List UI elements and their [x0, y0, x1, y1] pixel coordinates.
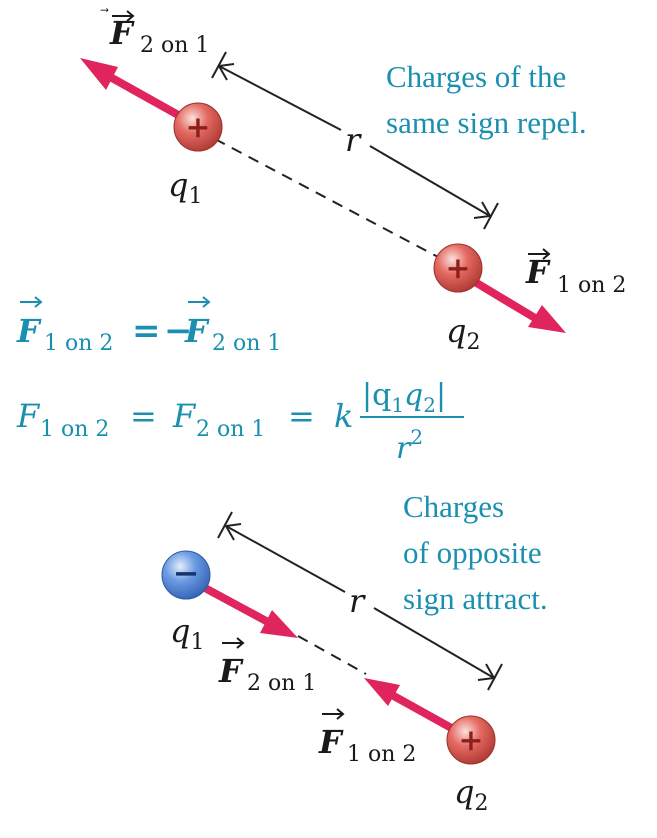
bottom-dashed-line: [297, 635, 367, 675]
svg-text:F: F: [184, 312, 210, 350]
svg-text:2 on 1: 2 on 1: [212, 331, 281, 356]
svg-text:−: −: [164, 311, 193, 351]
bottom-q2-label: q2: [454, 773, 488, 816]
svg-text:F: F: [16, 397, 41, 435]
bottom-distance-indicator: [217, 511, 503, 691]
equation-1: F 1 on 2 = − F 2 on 1: [16, 296, 281, 356]
svg-text:F: F: [318, 723, 344, 761]
top-force-label-1on2: F 1 on 2: [525, 248, 626, 298]
top-force-arrow-on-q1: [80, 58, 182, 120]
top-q1-label: q1: [168, 166, 202, 209]
svg-text:=: =: [288, 397, 315, 435]
top-caption-line-1: Charges of the: [386, 59, 566, 94]
bottom-q1-label: q1: [170, 612, 204, 655]
svg-text:k: k: [334, 397, 353, 435]
bottom-force-label-2on1: F 2 on 1: [218, 637, 316, 696]
top-q2-label: q2: [446, 312, 480, 355]
bottom-caption-line-3: sign attract.: [403, 581, 548, 616]
bottom-charge-q2-sign: +: [458, 723, 483, 758]
svg-text:=: =: [132, 311, 161, 351]
svg-text:2 on 1: 2 on 1: [140, 33, 209, 58]
svg-text:⃗: ⃗: [100, 8, 109, 12]
svg-text:1 on 2: 1 on 2: [557, 273, 626, 298]
svg-text:r2: r2: [396, 425, 423, 466]
bottom-distance-label: r: [349, 582, 366, 620]
top-charge-q2-sign: +: [445, 251, 470, 286]
bottom-force-label-1on2: F 1 on 2: [318, 708, 416, 767]
top-charge-q1: +: [173, 102, 223, 152]
svg-text:F: F: [109, 14, 135, 52]
bottom-scene: r − + q1 q2 F 2 on 1: [161, 489, 548, 816]
top-charge-q2: +: [433, 243, 483, 293]
top-scene: r + + q1 q2 F ⃗: [80, 8, 626, 355]
top-charge-q1-sign: +: [185, 110, 210, 145]
bottom-caption-line-1: Charges: [403, 489, 504, 524]
top-force-arrow-on-q2: [472, 278, 566, 333]
bottom-charge-q1-sign: −: [173, 554, 200, 592]
svg-text:1 on 2: 1 on 2: [40, 417, 109, 442]
top-force-label-2on1: F ⃗ 2 on 1: [100, 8, 209, 58]
bottom-caption-line-2: of opposite: [403, 535, 542, 570]
svg-text:=: =: [130, 397, 157, 435]
svg-text:F: F: [172, 397, 197, 435]
top-dashed-line: [214, 138, 441, 259]
svg-text:1 on 2: 1 on 2: [44, 331, 113, 356]
svg-text:2 on 1: 2 on 1: [247, 671, 316, 696]
svg-text:F: F: [218, 652, 244, 690]
equation-2: F 1 on 2 = F 2 on 1 = k |q1q2| r2: [16, 378, 464, 466]
bottom-charge-q1: −: [161, 550, 211, 600]
bottom-force-arrow-on-q2: [364, 678, 457, 734]
svg-text:F: F: [16, 312, 42, 350]
svg-text:1 on 2: 1 on 2: [347, 742, 416, 767]
top-distance-indicator: [211, 51, 499, 230]
bottom-force-arrow-on-q1: [203, 584, 298, 638]
svg-text:2 on 1: 2 on 1: [196, 417, 265, 442]
top-caption-line-2: same sign repel.: [386, 105, 587, 140]
svg-text:F: F: [525, 253, 551, 291]
svg-text:|q1q2|: |q1q2|: [362, 378, 446, 417]
top-distance-label: r: [345, 121, 362, 159]
bottom-charge-q2: +: [446, 715, 496, 765]
